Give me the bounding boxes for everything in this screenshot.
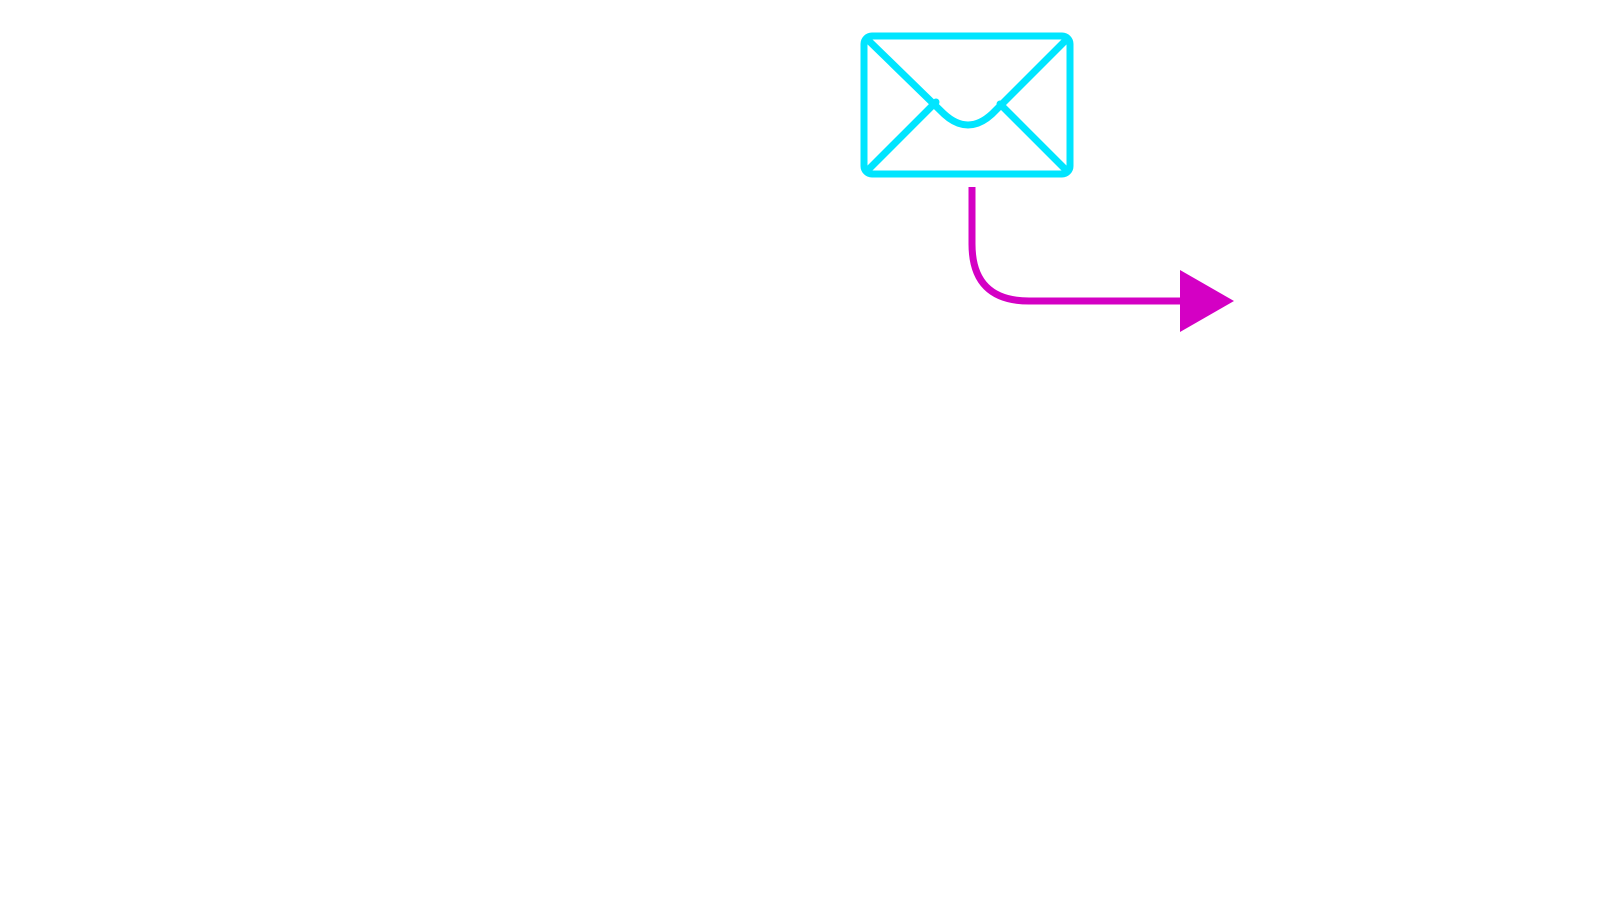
arrow-line	[968, 187, 1182, 305]
envelope-fold-left	[864, 98, 940, 174]
envelope-body	[860, 32, 1074, 178]
envelope-fold-right	[996, 100, 1070, 174]
arrow-head	[1180, 270, 1234, 332]
envelope-flap	[864, 36, 1070, 129]
flow-arrow	[968, 187, 1234, 332]
envelope-icon	[860, 32, 1074, 178]
